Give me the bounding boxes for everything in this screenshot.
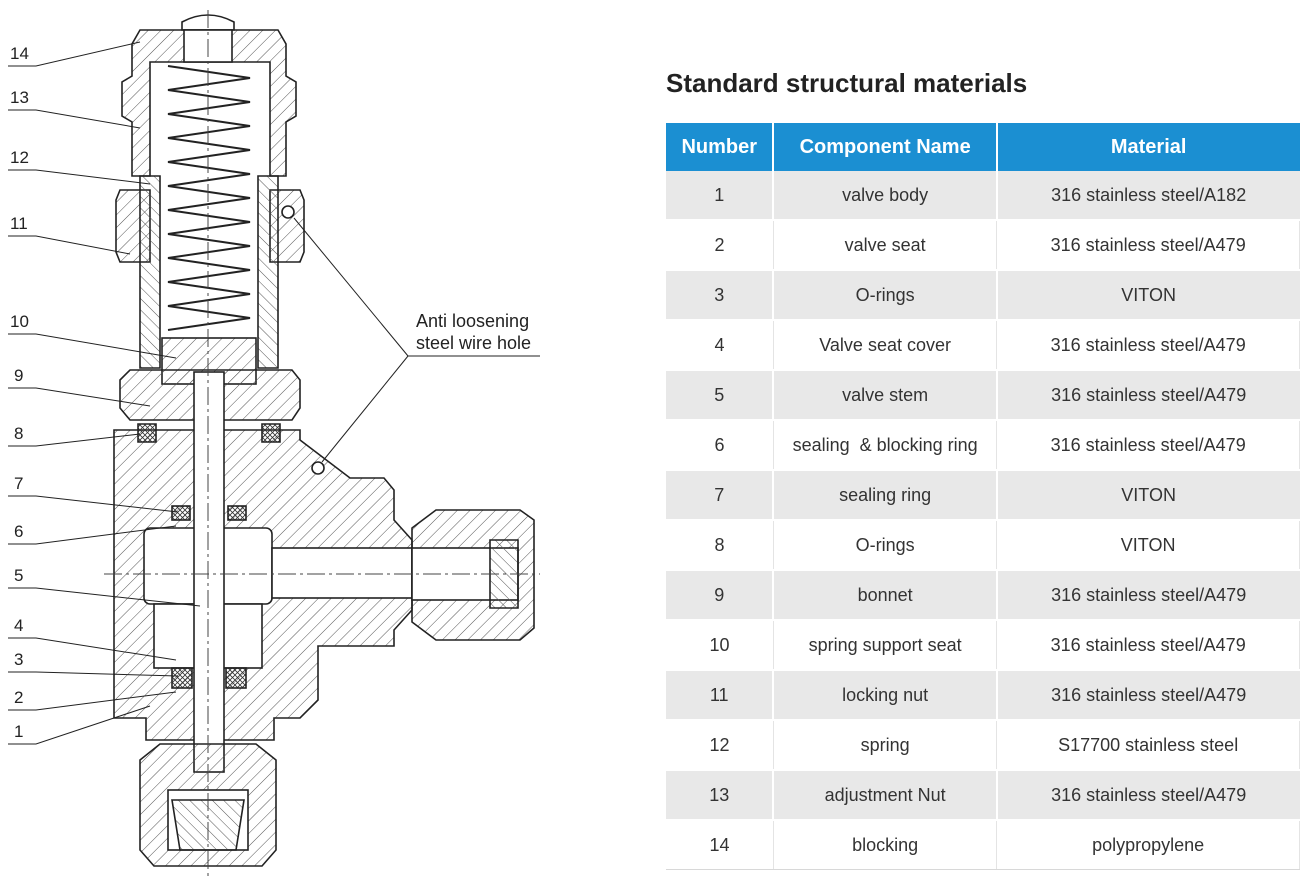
cell-component: spring support seat <box>773 620 998 671</box>
cell-component: spring <box>773 720 998 771</box>
cell-number: 10 <box>666 620 774 671</box>
valve-cross-section-drawing <box>8 10 540 876</box>
callout-12: 12 <box>10 148 29 167</box>
callout-14: 14 <box>10 44 29 63</box>
cell-number: 6 <box>666 420 774 471</box>
callout-10: 10 <box>10 312 29 331</box>
wire-hole-top <box>281 205 295 219</box>
cell-number: 14 <box>666 820 774 870</box>
cell-number: 9 <box>666 570 775 621</box>
o-ring-3 <box>171 667 193 689</box>
cell-component: O-rings <box>773 270 998 321</box>
cell-number: 7 <box>666 470 775 521</box>
cell-number: 8 <box>666 520 774 571</box>
anti-loosening-line2: steel wire hole <box>416 333 532 353</box>
callout-7: 7 <box>14 474 24 493</box>
cell-component: Valve seat cover <box>773 320 998 371</box>
callout-8: 8 <box>14 424 24 443</box>
cell-number: 2 <box>666 220 774 271</box>
callout-9: 9 <box>14 366 24 385</box>
wire-hole-body <box>311 461 325 475</box>
cell-component: sealing ring <box>773 470 998 521</box>
bonnet-threads <box>139 175 161 369</box>
valve-stem <box>193 371 225 773</box>
header-number: Number <box>666 123 775 171</box>
header-component-name: Component Name <box>773 123 998 171</box>
cell-material: polypropylene <box>996 820 1300 870</box>
cell-number: 13 <box>666 770 775 821</box>
cell-material: 316 stainless steel/A479 <box>996 570 1300 621</box>
cell-material: 316 stainless steel/A479 <box>996 320 1300 371</box>
cell-component: bonnet <box>773 570 998 621</box>
cell-component: adjustment Nut <box>773 770 998 821</box>
o-ring-8 <box>137 423 157 443</box>
callout-11: 11 <box>10 214 28 233</box>
cell-material: 316 stainless steel/A479 <box>996 370 1300 421</box>
cell-number: 12 <box>666 720 774 771</box>
callout-1: 1 <box>14 722 24 741</box>
cell-number: 1 <box>666 171 775 221</box>
header-material: Material <box>996 123 1300 171</box>
cell-number: 5 <box>666 370 775 421</box>
cell-component: valve stem <box>773 370 998 421</box>
table-header-row: Number Component Name Material <box>666 123 1300 171</box>
cell-material: 316 stainless steel/A479 <box>996 670 1300 721</box>
cell-material: 316 stainless steel/A182 <box>996 171 1300 221</box>
cell-material: VITON <box>996 520 1300 571</box>
cell-component: O-rings <box>773 520 998 571</box>
spring-coils <box>167 65 251 331</box>
anti-loosening-line1: Anti loosening <box>416 311 530 331</box>
cell-material: S17700 stainless steel <box>996 720 1300 771</box>
cell-number: 4 <box>666 320 774 371</box>
cell-material: 316 stainless steel/A479 <box>996 220 1300 271</box>
cell-material: VITON <box>996 470 1300 521</box>
cell-component: sealing & blocking ring <box>773 420 998 471</box>
cell-component: locking nut <box>773 670 998 721</box>
callout-4: 4 <box>14 616 24 635</box>
cell-component: valve body <box>773 171 998 221</box>
cell-material: 316 stainless steel/A479 <box>996 770 1300 821</box>
leader-lines <box>8 41 540 745</box>
callout-13: 13 <box>10 88 29 107</box>
sealing-ring-7 <box>171 505 191 521</box>
cell-number: 3 <box>666 270 775 321</box>
section-title: Standard structural materials <box>666 68 1028 98</box>
cell-material: VITON <box>996 270 1300 321</box>
cell-component: valve seat <box>773 220 998 271</box>
cell-number: 11 <box>666 670 775 721</box>
cell-material: 316 stainless steel/A479 <box>996 420 1300 471</box>
callout-5: 5 <box>14 566 24 585</box>
cell-component: blocking <box>773 820 998 870</box>
callout-3: 3 <box>14 650 24 669</box>
anti-loosening-label: Anti loosening steel wire hole <box>416 310 531 354</box>
callout-2: 2 <box>14 688 24 707</box>
cell-material: 316 stainless steel/A479 <box>996 620 1300 671</box>
callout-6: 6 <box>14 522 24 541</box>
